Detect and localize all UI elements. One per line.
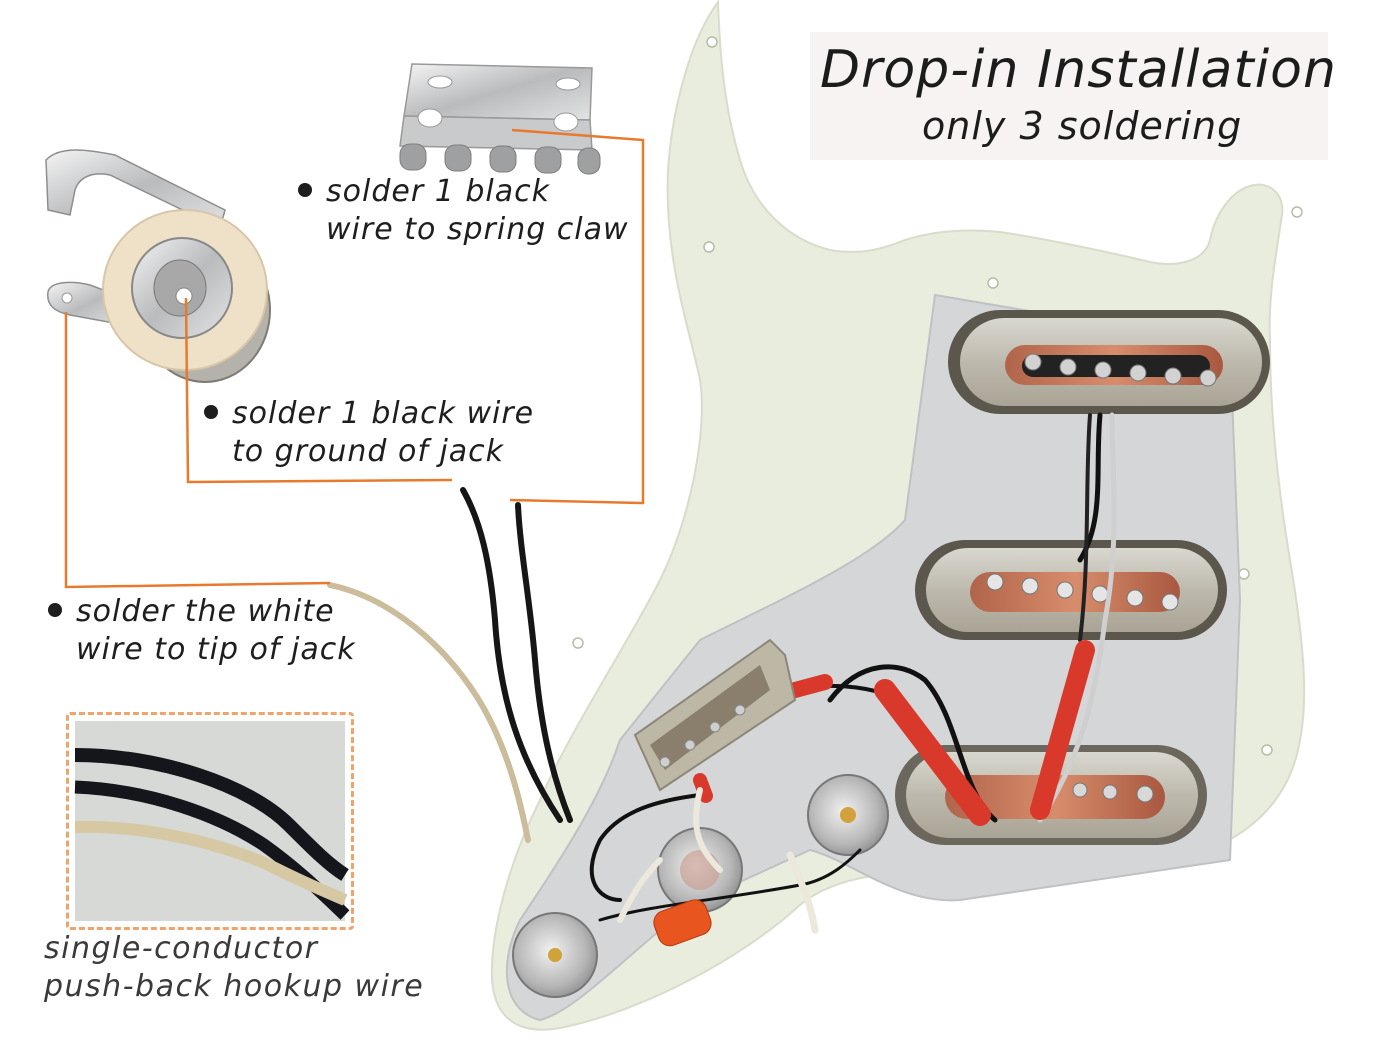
callout-jack-tip: solder the white wire to tip of jack xyxy=(48,593,356,669)
leader-jack-ground xyxy=(184,297,453,484)
leader-jack-tip xyxy=(64,312,331,589)
middle-pickup xyxy=(915,540,1227,640)
capacitor xyxy=(653,899,712,947)
caption-line1: single-conductor xyxy=(44,931,319,966)
heatshrink-tubes xyxy=(693,640,1095,826)
leader-spring-claw xyxy=(509,128,645,505)
tone-pot-2 xyxy=(807,774,889,856)
neck-pickup xyxy=(948,310,1270,414)
title-banner xyxy=(810,32,1328,160)
output-wires xyxy=(327,487,573,843)
caption-line2: push-back hookup wire xyxy=(44,969,425,1004)
selector-switch xyxy=(633,638,797,792)
bullet-icon xyxy=(298,182,312,197)
callout-spring-claw: solder 1 black wire to spring claw xyxy=(298,173,629,249)
spring-claw xyxy=(399,63,601,175)
callout-line1: solder 1 black wire xyxy=(232,396,535,431)
callout-line2: to ground of jack xyxy=(232,434,505,469)
callout-line1: solder the white xyxy=(76,594,335,629)
inset-caption: single-conductor push-back hookup wire xyxy=(44,930,424,1006)
callout-line1: solder 1 black xyxy=(326,174,550,209)
bullet-icon xyxy=(48,602,62,617)
leader-lines xyxy=(64,128,645,589)
output-jack xyxy=(45,149,271,383)
pot-wires xyxy=(589,787,862,934)
wire-closeup-photo xyxy=(74,721,350,921)
title-main: Drop-in Installation xyxy=(820,40,1337,100)
wire-inset-frame xyxy=(66,712,354,930)
callout-jack-ground: solder 1 black wire to ground of jack xyxy=(204,395,534,471)
callout-line2: wire to spring claw xyxy=(326,212,629,247)
title-subtitle: only 3 soldering xyxy=(922,104,1243,148)
bullet-icon xyxy=(204,404,218,419)
callout-line2: wire to tip of jack xyxy=(76,632,356,667)
volume-pot xyxy=(512,912,598,998)
